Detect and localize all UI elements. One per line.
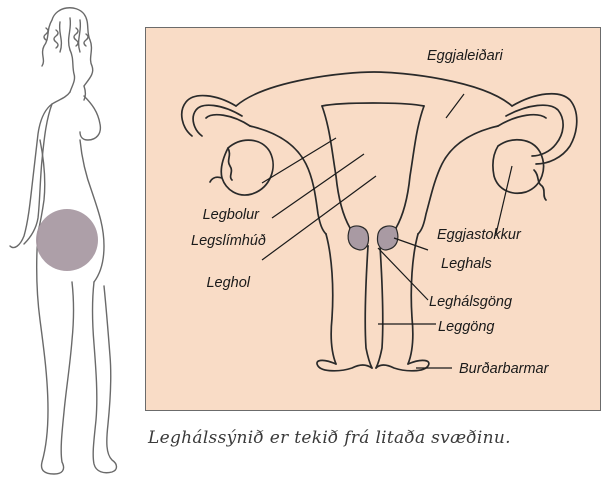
label-cervix: Leghals bbox=[441, 256, 492, 272]
right-ovary bbox=[493, 140, 544, 193]
vagina-left-wall bbox=[326, 234, 336, 364]
uterus-left-wall bbox=[250, 126, 326, 234]
label-uterus-body: Legbolur bbox=[203, 207, 261, 223]
leader-eggjastokkur bbox=[496, 166, 512, 234]
uterus-fundus bbox=[236, 72, 512, 106]
label-fallopian-tube: Eggjaleiðari bbox=[427, 48, 504, 64]
left-labia bbox=[317, 360, 372, 370]
caption: Leghálssýnið er tekið frá litaða svæðinu… bbox=[148, 428, 598, 448]
hair-outline bbox=[42, 8, 93, 86]
right-labia bbox=[376, 360, 429, 370]
cervix-shading bbox=[348, 226, 398, 250]
label-endometrium: Legslímhúð bbox=[191, 233, 266, 249]
leader-fallopian bbox=[446, 94, 464, 118]
leader-leghalsgong bbox=[378, 248, 428, 300]
label-labia: Burðarbarmar bbox=[459, 361, 550, 377]
female-silhouette bbox=[0, 0, 140, 481]
label-cervical-canal: Leghálsgöng bbox=[429, 294, 512, 310]
uterine-cavity-right bbox=[396, 106, 424, 228]
sample-area-highlight bbox=[36, 209, 98, 271]
uterus-diagram: Eggjaleiðari Legbolur Legslímhúð Leghol … bbox=[146, 28, 602, 412]
vagina-right-wall bbox=[408, 234, 418, 364]
leader-leghals bbox=[394, 238, 428, 250]
label-vagina: Leggöng bbox=[438, 319, 494, 335]
label-ovary: Eggjastokkur bbox=[437, 227, 522, 243]
label-uterine-cavity: Leghol bbox=[206, 275, 250, 291]
uterus-right-wall bbox=[418, 126, 498, 234]
anatomy-panel: Eggjaleiðari Legbolur Legslímhúð Leghol … bbox=[145, 27, 601, 411]
